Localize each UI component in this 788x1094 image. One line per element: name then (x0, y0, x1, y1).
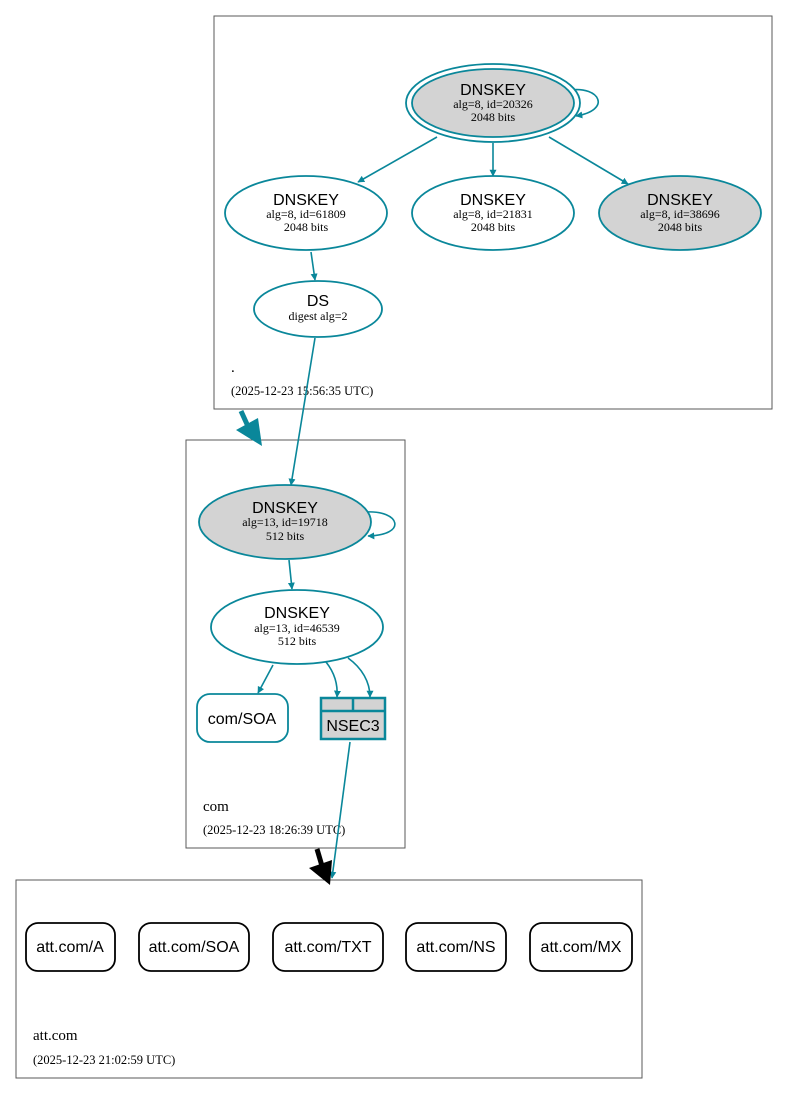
zone-com-name: com (203, 799, 229, 815)
node-root-ds-shape (253, 280, 383, 338)
node-att-mx[interactable]: att.com/MX (529, 922, 633, 972)
node-att-soa-shape (138, 922, 250, 972)
node-com-zsk[interactable]: DNSKEY alg=13, id=46539 512 bits (210, 589, 384, 665)
delegation-com-att-head (309, 860, 332, 885)
edge-ds-com-ksk (288, 337, 316, 486)
edges (236, 88, 629, 885)
node-com-ksk-title: DNSKEY (252, 500, 318, 517)
node-root-k1-shape (224, 175, 388, 251)
zone-att-box (15, 879, 643, 1079)
edge-root-ksk-self (569, 88, 599, 119)
node-root-k3-line2: 2048 bits (658, 220, 703, 234)
node-root-ksk-line2: 2048 bits (471, 110, 516, 124)
node-root-key-61809[interactable]: DNSKEY alg=8, id=61809 2048 bits (224, 175, 388, 251)
edge-root-ksk-k3 (548, 136, 629, 185)
node-att-ns[interactable]: att.com/NS (405, 922, 507, 972)
node-root-k2-line2: 2048 bits (471, 220, 516, 234)
node-root-k1-line1: alg=8, id=61809 (266, 207, 346, 221)
node-root-key-38696[interactable]: DNSKEY alg=8, id=38696 2048 bits (598, 175, 762, 251)
node-com-ksk-line1: alg=13, id=19718 (242, 515, 328, 529)
zone-com-timestamp: (2025-12-23 18:26:39 UTC) (203, 823, 345, 837)
node-root-ksk-title: DNSKEY (460, 82, 526, 99)
node-att-ns-label: att.com/NS (416, 939, 495, 956)
node-att-a-label: att.com/A (36, 939, 104, 956)
node-att-a-shape (25, 922, 116, 972)
node-root-k3-title: DNSKEY (647, 192, 713, 209)
node-root-k1-line2: 2048 bits (284, 220, 329, 234)
node-att-mx-label: att.com/MX (541, 939, 622, 956)
delegation-root-com-head (236, 418, 262, 446)
node-root-ksk[interactable]: DNSKEY alg=8, id=20326 2048 bits (405, 63, 581, 143)
node-com-zsk-title: DNSKEY (264, 605, 330, 622)
node-com-nsec3-label: NSEC3 (326, 718, 379, 735)
node-root-k3-line1: alg=8, id=38696 (640, 207, 720, 221)
node-att-mx-shape (529, 922, 633, 972)
node-root-ds[interactable]: DS digest alg=2 (253, 280, 383, 338)
zone-root-name: . (231, 360, 235, 376)
node-root-k3-shape (598, 175, 762, 251)
edge-com-ksk-self (365, 511, 396, 540)
node-com-zsk-line1: alg=13, id=46539 (254, 621, 340, 635)
edge-com-zsk-nsec3-a (325, 661, 341, 698)
node-root-k2-shape (411, 175, 575, 251)
node-root-k2-line1: alg=8, id=21831 (453, 207, 533, 221)
zone-root-timestamp: (2025-12-23 15:56:35 UTC) (231, 384, 373, 398)
node-com-zsk-line2: 512 bits (278, 634, 317, 648)
node-att-txt-label: att.com/TXT (284, 939, 371, 956)
zone-att: att.com (2025-12-23 21:02:59 UTC) (15, 879, 643, 1079)
edge-com-ksk-zsk (287, 559, 295, 590)
node-root-ds-title: DS (307, 293, 329, 310)
node-root-k2-title: DNSKEY (460, 192, 526, 209)
node-att-soa-label: att.com/SOA (149, 939, 240, 956)
node-att-txt-shape (272, 922, 384, 972)
node-root-ksk-line1: alg=8, id=20326 (453, 97, 533, 111)
zone-att-name: att.com (33, 1028, 78, 1044)
node-com-soa[interactable]: com/SOA (196, 693, 289, 743)
node-com-soa-shape (196, 693, 289, 743)
node-com-nsec3[interactable]: NSEC3 (319, 696, 387, 741)
edge-com-zsk-nsec3-b (347, 657, 374, 698)
node-att-ns-shape (405, 922, 507, 972)
zone-att-timestamp: (2025-12-23 21:02:59 UTC) (33, 1053, 175, 1067)
node-com-soa-label: com/SOA (208, 711, 277, 728)
node-att-a[interactable]: att.com/A (25, 922, 116, 972)
edge-root-k1-ds (310, 251, 318, 281)
node-root-k1-title: DNSKEY (273, 192, 339, 209)
node-att-txt[interactable]: att.com/TXT (272, 922, 384, 972)
node-com-zsk-shape (210, 589, 384, 665)
node-root-ds-line1: digest alg=2 (288, 309, 347, 323)
edge-nsec3-att (329, 741, 351, 879)
node-root-key-21831[interactable]: DNSKEY alg=8, id=21831 2048 bits (411, 175, 575, 251)
node-com-ksk[interactable]: DNSKEY alg=13, id=19718 512 bits (198, 484, 372, 560)
node-att-soa[interactable]: att.com/SOA (138, 922, 250, 972)
node-root-ksk-shape (411, 68, 575, 138)
node-com-ksk-line2: 512 bits (266, 529, 305, 543)
node-com-ksk-shape (198, 484, 372, 560)
edge-com-zsk-soa (257, 664, 274, 694)
edge-root-ksk-k1 (357, 136, 438, 183)
delegation-com-att-shaft (314, 848, 325, 867)
